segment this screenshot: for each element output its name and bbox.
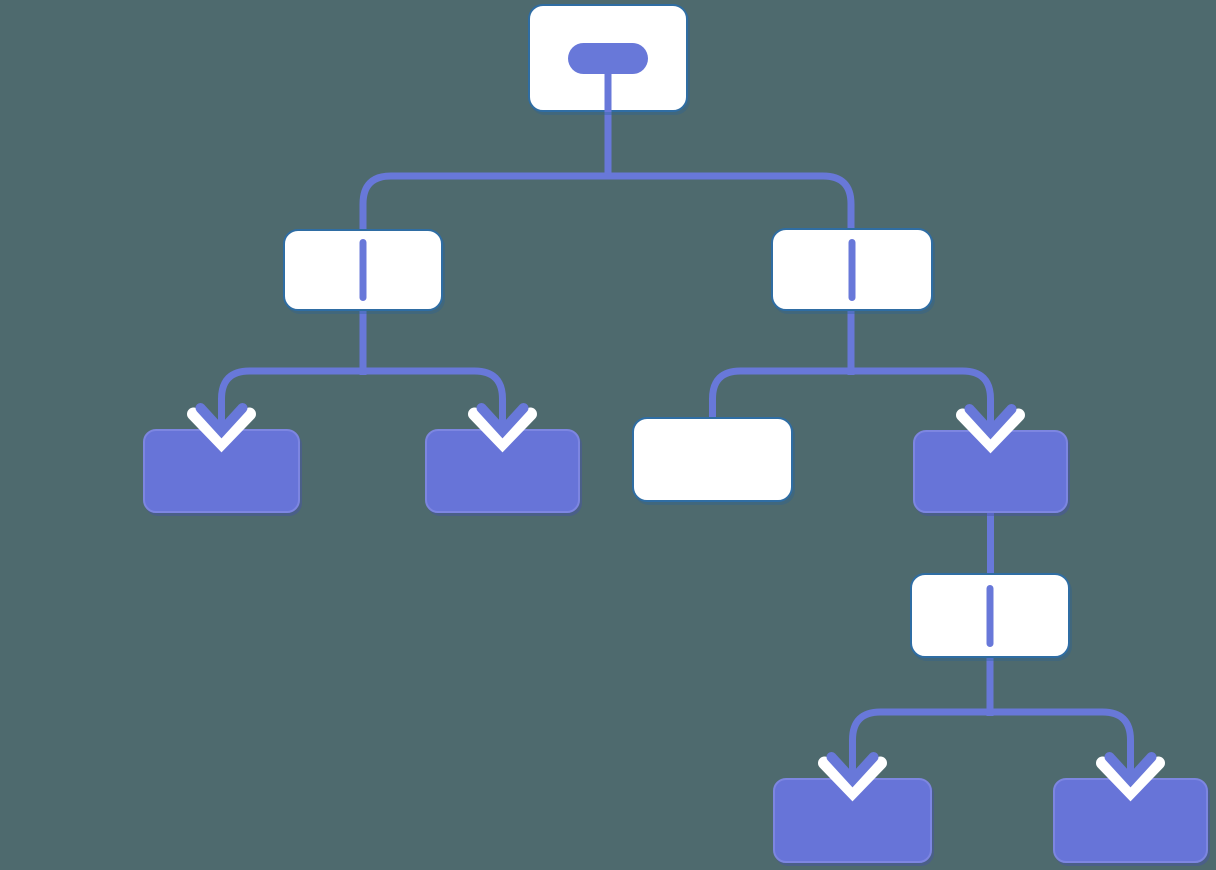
pill-stem-icon bbox=[604, 68, 612, 112]
node-branch-left[interactable] bbox=[283, 229, 443, 311]
node-leaf-bottom-1[interactable] bbox=[773, 778, 932, 863]
edge-bus-left bbox=[218, 367, 506, 426]
arrow-into-leaf-bottom-1-purple-chevron bbox=[826, 752, 879, 788]
node-flow-node-right[interactable] bbox=[913, 430, 1068, 513]
pill-icon bbox=[568, 43, 648, 74]
divider-line-icon bbox=[986, 584, 994, 647]
edge-bus-bottom bbox=[849, 708, 1134, 775]
node-branch-bottom[interactable] bbox=[910, 573, 1070, 658]
node-root[interactable] bbox=[528, 4, 688, 112]
arrow-into-leaf-left-1-purple-chevron bbox=[195, 403, 248, 439]
edge-bus-top bbox=[359, 172, 855, 234]
arrow-into-flow-node-right-purple-chevron bbox=[964, 404, 1017, 440]
node-leaf-left-1[interactable] bbox=[143, 429, 300, 513]
node-leaf-bottom-2[interactable] bbox=[1053, 778, 1208, 863]
node-leaf-left-2[interactable] bbox=[425, 429, 580, 513]
arrow-into-leaf-left-2-purple-chevron bbox=[476, 403, 529, 439]
node-branch-right[interactable] bbox=[771, 228, 933, 311]
divider-line-icon bbox=[848, 238, 856, 301]
divider-line-icon bbox=[359, 239, 367, 301]
arrow-into-leaf-bottom-2-purple-chevron bbox=[1104, 752, 1157, 788]
node-child-plain[interactable] bbox=[632, 417, 793, 502]
